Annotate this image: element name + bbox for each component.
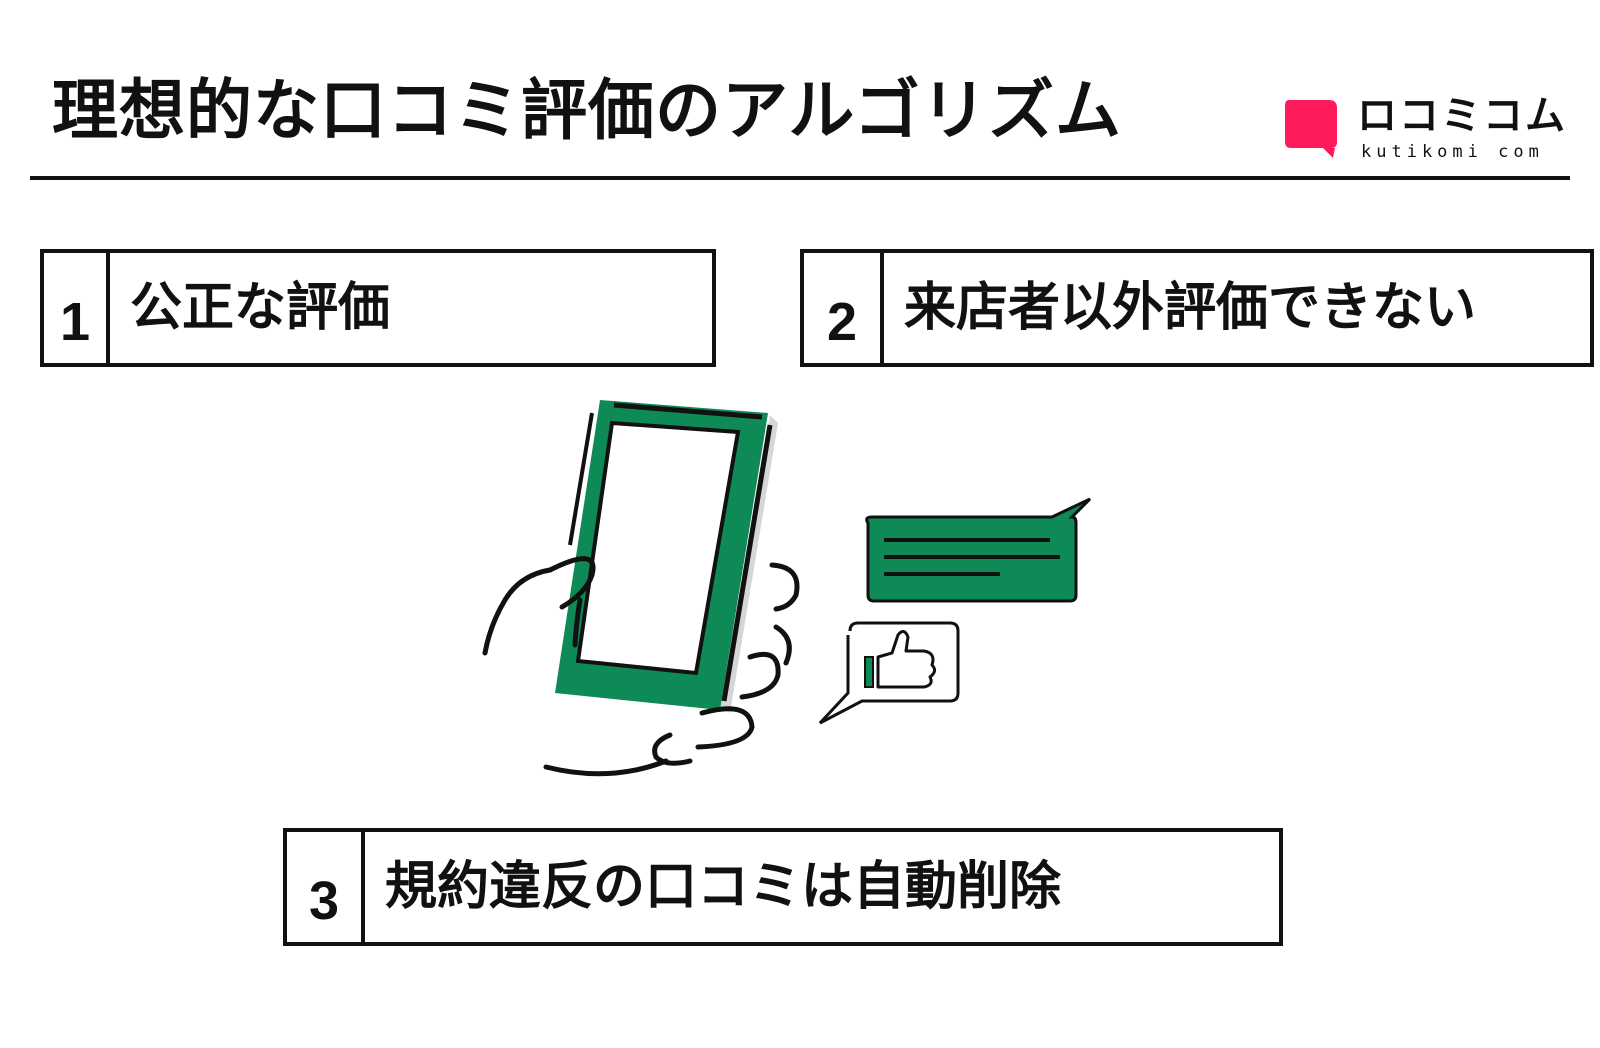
item-number: 3 bbox=[287, 832, 365, 942]
item-label: 来店者以外評価できない bbox=[904, 278, 1477, 338]
logo-speech-icon bbox=[1285, 100, 1337, 158]
logo-wordmark: ロコミコム bbox=[1357, 93, 1567, 139]
logo-subtext: kutikomi com bbox=[1361, 142, 1544, 162]
phone-review-illustration bbox=[482, 400, 1092, 777]
brand-logo[interactable]: ロコミコム kutikomi com bbox=[1283, 96, 1565, 168]
smartphone-in-hand-icon bbox=[482, 400, 800, 777]
item-label: 規約違反の口コミは自動削除 bbox=[385, 857, 1062, 917]
title-divider bbox=[30, 176, 1570, 180]
item-number: 2 bbox=[804, 253, 884, 363]
algorithm-item-1: 1 公正な評価 bbox=[40, 249, 716, 367]
item-number: 1 bbox=[44, 253, 110, 363]
algorithm-item-2: 2 来店者以外評価できない bbox=[800, 249, 1594, 367]
page-title: 理想的な口コミ評価のアルゴリズム bbox=[52, 72, 1123, 149]
thumbs-up-icon bbox=[818, 621, 960, 725]
speech-bubble-icon bbox=[865, 497, 1092, 603]
item-label: 公正な評価 bbox=[130, 278, 391, 338]
algorithm-item-3: 3 規約違反の口コミは自動削除 bbox=[283, 828, 1283, 946]
